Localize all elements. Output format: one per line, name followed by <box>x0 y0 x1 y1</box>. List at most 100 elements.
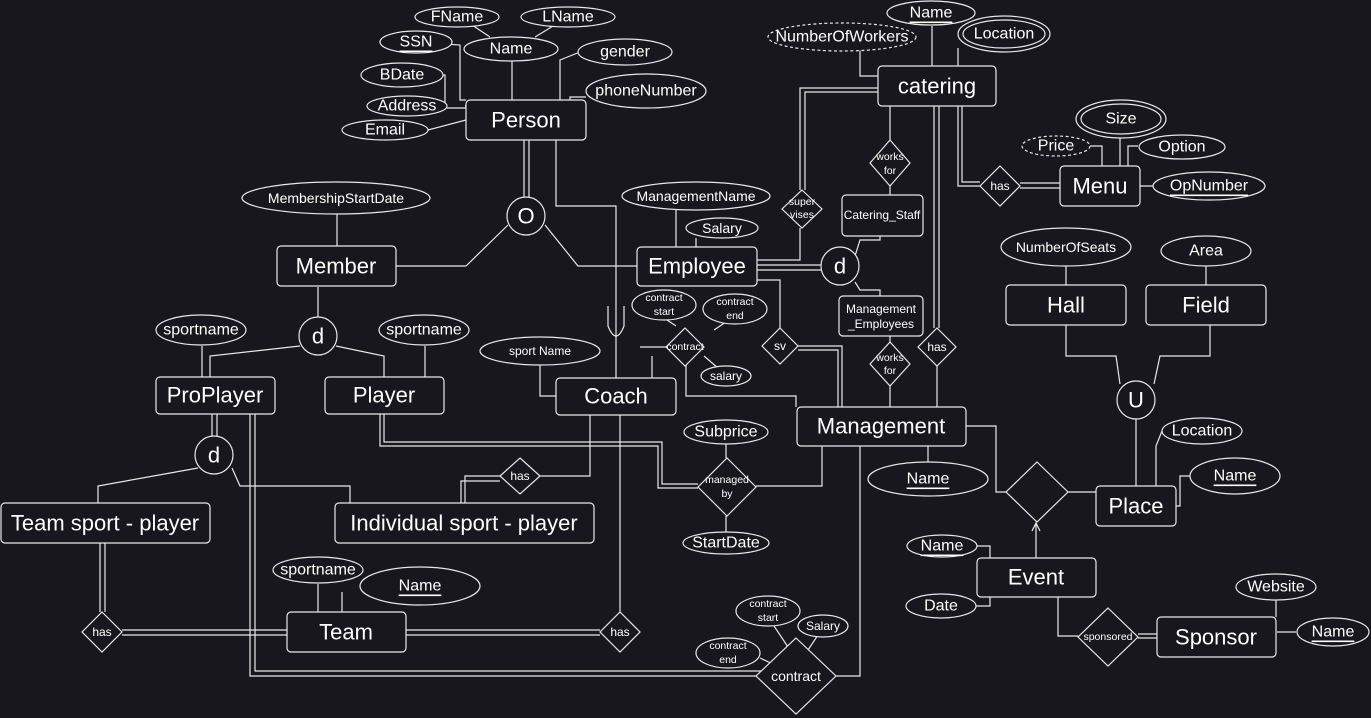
entity-sponsor[interactable]: Sponsor <box>1156 616 1277 658</box>
entity-team-sport-player[interactable]: Team sport - player <box>0 502 211 544</box>
entity-catering[interactable]: catering <box>877 65 997 107</box>
relationship-contract-management: contract <box>755 637 837 715</box>
relationship-works-for-catering: works for <box>869 139 911 187</box>
svg-text:super: super <box>789 196 816 208</box>
svg-text:has: has <box>990 179 1009 193</box>
attribute-email: Email <box>341 119 429 141</box>
entity-team[interactable]: Team <box>286 611 407 653</box>
svg-text:has: has <box>610 625 629 639</box>
svg-text:salary: salary <box>710 369 742 383</box>
entity-field-label: Field <box>1182 293 1230 318</box>
attribute-salary: Salary <box>685 217 759 239</box>
svg-text:sponsored: sponsored <box>1083 631 1132 643</box>
svg-text:Name: Name <box>910 5 953 22</box>
svg-text:Name: Name <box>907 471 950 488</box>
svg-text:has: has <box>92 625 111 639</box>
attribute-ssn: SSN <box>379 30 453 54</box>
svg-text:Size: Size <box>1105 111 1136 128</box>
svg-text:contract: contract <box>771 668 821 684</box>
entity-field[interactable]: Field <box>1145 284 1267 326</box>
entity-proplayer[interactable]: ProPlayer <box>155 376 276 415</box>
entity-player[interactable]: Player <box>324 376 445 415</box>
attribute-phone-number: phoneNumber <box>585 73 707 109</box>
svg-text:BDate: BDate <box>380 67 425 84</box>
relationship-managed-by: managed by <box>697 457 757 517</box>
svg-text:vises: vises <box>790 209 814 221</box>
overlap-circle-person: O <box>506 196 546 236</box>
svg-text:gender: gender <box>600 44 650 61</box>
entity-hall[interactable]: Hall <box>1005 284 1127 326</box>
entity-member-label: Member <box>296 254 377 279</box>
entity-person[interactable]: Person <box>465 99 587 141</box>
svg-text:Salary: Salary <box>806 619 840 633</box>
relationship-sv: sv <box>761 327 799 365</box>
svg-text:sportname: sportname <box>386 322 462 339</box>
svg-text:NumberOfWorkers: NumberOfWorkers <box>775 29 908 46</box>
attribute-area: Area <box>1160 235 1252 267</box>
entity-event[interactable]: Event <box>976 557 1097 598</box>
svg-text:ManagementName: ManagementName <box>636 188 755 204</box>
attribute-sponsor-name: Name <box>1296 617 1370 647</box>
entity-management-employees[interactable]: Management _Employees <box>838 295 924 337</box>
relationship-works-for-management: works for <box>869 341 911 387</box>
svg-text:start: start <box>654 306 675 318</box>
svg-text:end: end <box>726 310 744 322</box>
svg-text:Name: Name <box>399 578 442 595</box>
attribute-team-name: Name <box>359 566 481 606</box>
entity-management[interactable]: Management <box>796 406 967 447</box>
attribute-contract2-salary: Salary <box>797 614 849 638</box>
svg-text:Name: Name <box>490 41 533 58</box>
subset-symbol <box>607 306 625 337</box>
svg-text:contract: contract <box>749 598 786 610</box>
attribute-sportname-proplayer: sportname <box>155 314 247 346</box>
svg-text:sportname: sportname <box>280 562 356 579</box>
entity-menu[interactable]: Menu <box>1059 165 1141 207</box>
svg-text:phoneNumber: phoneNumber <box>595 83 697 100</box>
entity-member[interactable]: Member <box>276 245 397 287</box>
attribute-contract-start: contract start <box>631 289 697 321</box>
svg-text:for: for <box>884 165 897 177</box>
svg-text:has: has <box>927 340 946 354</box>
attribute-management-name-key: Name <box>867 461 989 497</box>
attribute-start-date: StartDate <box>682 531 770 555</box>
attribute-sport-name-coach: sport Name <box>479 336 601 366</box>
entity-catering-staff-label: Catering_Staff <box>844 208 921 222</box>
svg-text:contract: contract <box>709 640 746 652</box>
attribute-fname: FName <box>414 6 500 28</box>
entity-team-label: Team <box>319 620 373 645</box>
attribute-membership-start-date: MembershipStartDate <box>241 181 431 215</box>
attribute-coach-salary: salary <box>700 365 752 387</box>
entity-individual-sport-player[interactable]: Individual sport - player <box>334 502 595 544</box>
svg-text:managed: managed <box>705 474 749 486</box>
relationship-has-team-right: has <box>599 611 641 653</box>
svg-text:Name: Name <box>921 538 964 555</box>
disjoint-circle-member: d <box>298 316 338 356</box>
svg-text:by: by <box>721 488 733 500</box>
attribute-bdate: BDate <box>360 62 444 88</box>
entity-place[interactable]: Place <box>1095 485 1177 527</box>
attribute-team-sportname: sportname <box>272 556 364 584</box>
attribute-number-of-workers: NumberOfWorkers <box>767 22 917 52</box>
svg-text:Name: Name <box>1214 468 1257 485</box>
disjoint-circle-proplayer: d <box>194 435 234 475</box>
attribute-management-name: ManagementName <box>621 181 771 211</box>
svg-text:Date: Date <box>924 598 958 615</box>
svg-text:sportname: sportname <box>163 322 239 339</box>
entity-menu-label: Menu <box>1072 174 1127 199</box>
svg-text:Email: Email <box>365 122 405 139</box>
entity-management-label: Management <box>817 414 945 439</box>
entity-coach[interactable]: Coach <box>555 377 677 416</box>
entity-catering-staff[interactable]: Catering_Staff <box>841 194 924 237</box>
entity-employee[interactable]: Employee <box>636 246 758 287</box>
attribute-price: Price <box>1021 135 1091 157</box>
attribute-name: Name <box>463 36 559 62</box>
svg-text:contract: contract <box>645 292 682 304</box>
attribute-event-date: Date <box>905 593 977 619</box>
attribute-address: Address <box>366 95 448 117</box>
svg-text:Website: Website <box>1247 579 1305 596</box>
attribute-opnumber: OpNumber <box>1152 171 1266 201</box>
entity-sponsor-label: Sponsor <box>1175 625 1257 650</box>
